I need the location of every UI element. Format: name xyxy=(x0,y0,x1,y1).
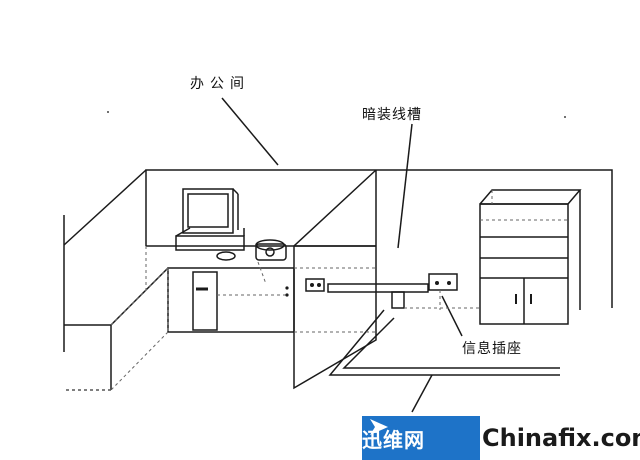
monitor xyxy=(182,188,234,234)
leader-office xyxy=(221,97,279,166)
mouse xyxy=(216,251,236,261)
left-partition xyxy=(64,289,147,326)
telephone xyxy=(255,243,287,261)
watermark: 迅维网 Chinafix.com xyxy=(362,416,640,460)
chinafix-logo-icon xyxy=(370,419,388,435)
partition-socket xyxy=(305,278,325,292)
floor-channel xyxy=(328,309,560,376)
label-info-socket: 信息插座 xyxy=(462,341,522,357)
info-socket xyxy=(428,273,458,291)
cabinet-top xyxy=(479,189,582,205)
left-wall-top xyxy=(63,169,147,246)
label-concealed-trunking: 暗装线槽 xyxy=(362,107,422,123)
back-wall xyxy=(145,169,613,308)
leader-floor xyxy=(411,374,433,413)
leader-socket xyxy=(441,295,463,337)
watermark-brand-block: 迅维网 xyxy=(362,416,480,460)
watermark-site: Chinafix.com xyxy=(480,416,640,460)
leader-trunking xyxy=(397,123,413,249)
trunking xyxy=(327,283,429,293)
computer-tower xyxy=(192,271,218,331)
label-office: 办公间 xyxy=(190,76,250,92)
desk-top xyxy=(167,267,295,333)
socket-ports xyxy=(285,281,451,297)
keyboard xyxy=(175,235,245,251)
